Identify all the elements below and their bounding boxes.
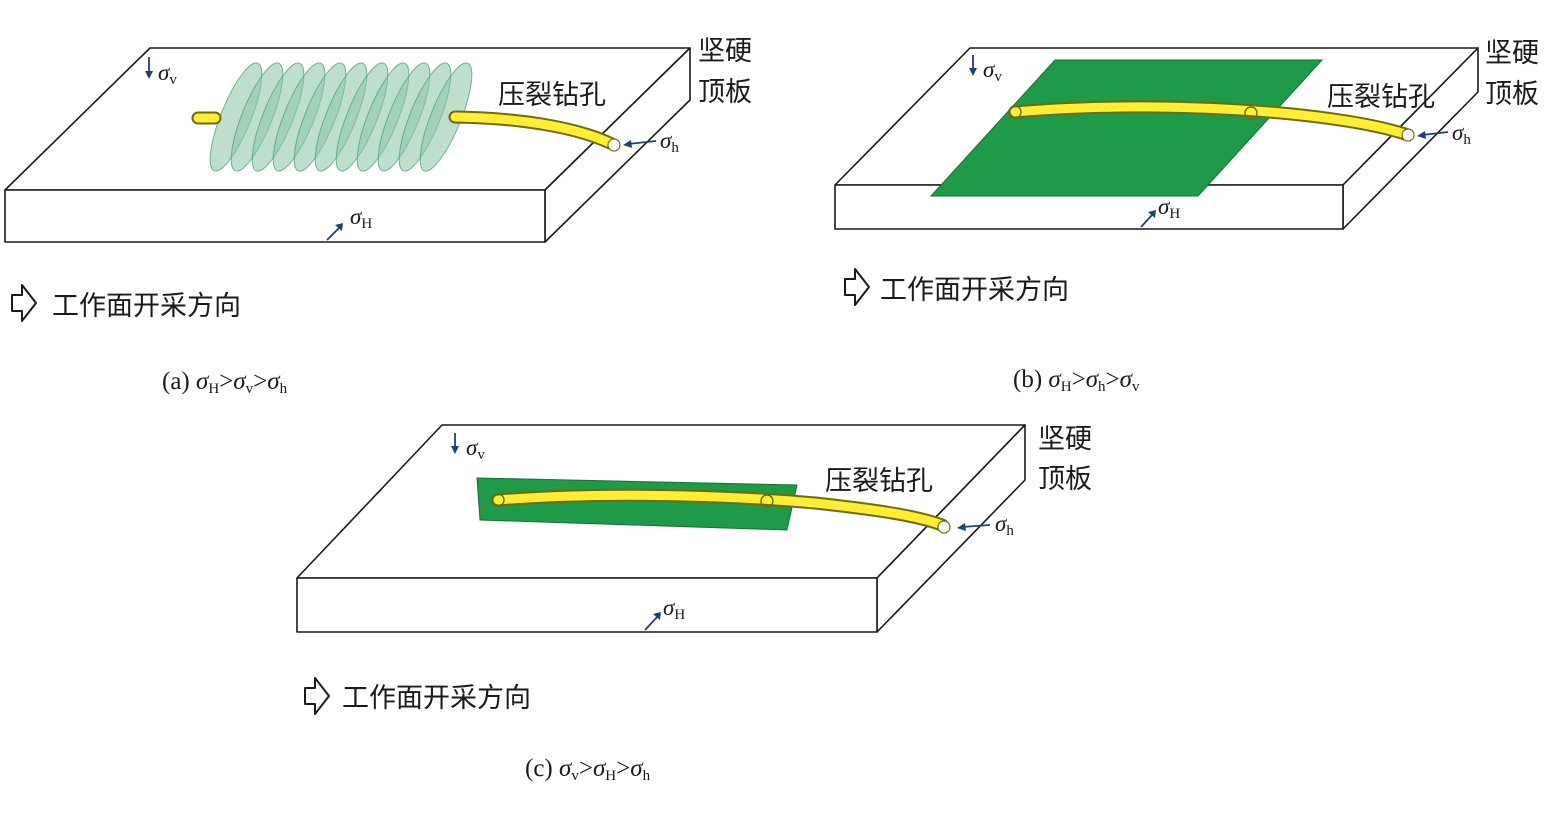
- borehole-fill: [450, 112, 615, 148]
- roof-label-line1: 坚硬: [698, 36, 752, 67]
- stress-H-label: σH: [1158, 194, 1180, 222]
- stress-v-label: σv: [466, 435, 485, 463]
- stress-v-arrowhead: [451, 446, 459, 454]
- panel-c: σv σh σH 压裂钻孔 坚硬 顶板 工作面开采方向 (c) σv>σH>σh: [296, 424, 1092, 784]
- stress-h-arrowhead: [623, 140, 632, 148]
- stress-H-label: σH: [663, 595, 685, 623]
- transverse-fractures: [209, 62, 473, 172]
- stress-h-arrow: [627, 140, 657, 145]
- borehole-label: 压裂钻孔: [825, 466, 933, 497]
- mining-direction-label: 工作面开采方向: [342, 683, 531, 714]
- panel-caption: (c) σv>σH>σh: [525, 755, 651, 784]
- roof-label-line2: 顶板: [698, 77, 752, 108]
- roof-label-line2: 顶板: [1485, 79, 1539, 110]
- borehole-opening: [1401, 128, 1415, 142]
- roof-slab-front: [4, 189, 546, 243]
- longitudinal-fracture-plane: [929, 59, 1324, 197]
- mining-direction-label: 工作面开采方向: [880, 275, 1069, 306]
- stress-H-arrowhead: [335, 223, 343, 231]
- stress-H-arrow: [1140, 213, 1154, 228]
- borehole-node: [760, 494, 774, 508]
- panel-caption: (b) σH>σh>σv: [1013, 366, 1140, 395]
- borehole-label: 压裂钻孔: [498, 80, 606, 111]
- hollow-right-arrow-icon: [11, 284, 37, 322]
- panel-b: σv σh σH 压裂钻孔 坚硬 顶板 工作面开采方向 (b) σH>σh>σv: [834, 38, 1539, 395]
- stress-h-arrowhead: [957, 523, 966, 531]
- stress-h-label: σh: [1452, 120, 1471, 148]
- borehole-opening: [937, 520, 951, 534]
- borehole-opening: [607, 138, 621, 152]
- hollow-right-arrow-icon: [304, 677, 330, 715]
- stress-H-label: σH: [350, 204, 372, 232]
- stress-h-arrow: [961, 524, 991, 528]
- stress-h-label: σh: [995, 511, 1014, 539]
- stress-H-arrowhead: [653, 612, 661, 620]
- stress-H-arrowhead: [1148, 210, 1156, 218]
- roof-slab-front: [296, 577, 878, 633]
- roof-label-line1: 坚硬: [1485, 38, 1539, 69]
- borehole-node: [1008, 105, 1022, 119]
- borehole-node: [491, 493, 505, 507]
- stress-h-arrow: [1421, 131, 1449, 136]
- borehole-fill: [493, 490, 947, 530]
- borehole-node: [1244, 106, 1258, 120]
- stress-v-arrowhead: [969, 68, 977, 76]
- stress-H-arrow: [326, 226, 341, 241]
- roof-label-line2: 顶板: [1038, 464, 1092, 495]
- panel-a: σv σh σH 压裂钻孔 坚硬 顶板 工作面开采方向 (a) σH>σv>σh: [4, 36, 752, 397]
- borehole-label: 压裂钻孔: [1327, 82, 1435, 113]
- stress-H-arrow: [644, 615, 659, 631]
- roof-label-line1: 坚硬: [1038, 424, 1092, 455]
- stress-v-label: σv: [983, 57, 1002, 85]
- mining-direction-label: 工作面开采方向: [52, 291, 241, 322]
- stress-v-label: σv: [158, 60, 177, 88]
- stress-h-arrowhead: [1417, 131, 1426, 139]
- borehole-fill: [1010, 102, 1410, 139]
- stress-h-label: σh: [660, 128, 679, 156]
- hollow-right-arrow-icon: [844, 268, 870, 306]
- stress-v-arrowhead: [145, 71, 153, 79]
- panel-caption: (a) σH>σv>σh: [162, 368, 288, 397]
